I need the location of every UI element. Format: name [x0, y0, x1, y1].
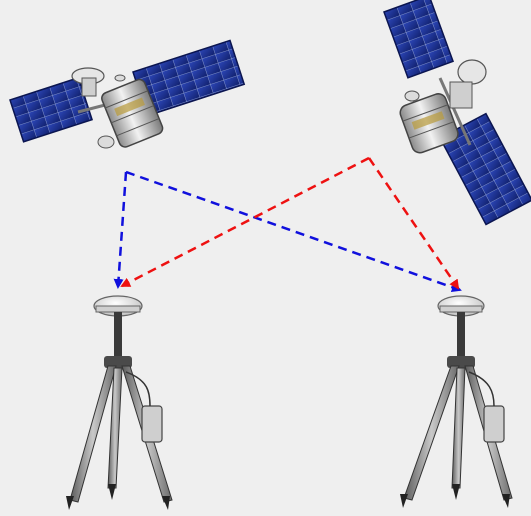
- tripod-leg: [107, 367, 123, 489]
- signal-left-sat-to-right-receiver: [125, 170, 462, 293]
- gps-receiver-right: [400, 295, 513, 508]
- solar-panel-left-a: [9, 76, 94, 143]
- signal-right-sat-to-left-receiver: [120, 156, 370, 288]
- pole-left: [114, 312, 122, 358]
- tripod-leg: [451, 367, 466, 489]
- tripod-leg: [69, 365, 117, 503]
- solar-panel-right-a: [383, 0, 455, 79]
- battery-pack-left: [141, 405, 163, 443]
- gps-receiver-left: [66, 295, 173, 510]
- satellite-right: [383, 0, 531, 226]
- satellite-body: [101, 78, 164, 148]
- signal-left-sat-to-left-receiver: [113, 171, 128, 289]
- battery-pack-right: [483, 405, 505, 443]
- pole-right: [457, 312, 465, 358]
- dish-antenna-right: [457, 59, 487, 85]
- tripod-leg: [403, 365, 460, 501]
- satellite-left: [9, 39, 246, 149]
- signal-lines: [113, 156, 462, 293]
- signal-right-sat-to-right-receiver: [367, 157, 460, 290]
